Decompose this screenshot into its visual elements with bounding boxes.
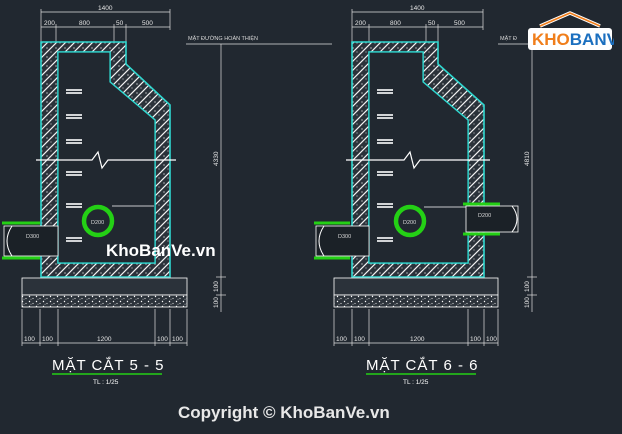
base-gravel	[333, 294, 499, 308]
pipe-label-d300: D300	[26, 234, 39, 240]
dim-part-1: 200	[355, 20, 366, 27]
dim-bottom-right-2: 100	[486, 336, 497, 343]
khobanve-logo: KHOBANVE	[528, 11, 614, 50]
watermark-text: KhoBanVe.vn	[106, 241, 216, 260]
section-5-5: 1400 200 800 50 500 MẶT ĐƯỜNG HOÀN THIỆN	[2, 5, 332, 386]
pipe-label-d200: D200	[91, 220, 104, 226]
pipe-label-d300: D300	[338, 234, 351, 240]
section-scale: TL : 1/25	[93, 379, 119, 386]
dim-total: 1400	[98, 5, 113, 12]
dim-part-1: 200	[44, 20, 55, 27]
dim-bottom-right-1: 100	[157, 336, 168, 343]
section-6-6: 1400 200 800 50 500 MẶT Đ D300 D200	[314, 5, 537, 386]
pipe-label-d200: D200	[403, 220, 416, 226]
logo-badge	[528, 28, 612, 50]
top-dimensions	[40, 9, 171, 42]
dim-part-4: 500	[142, 20, 153, 27]
bottom-dimensions	[333, 309, 499, 346]
dim-bottom-center: 1200	[410, 336, 425, 343]
dim-bottom-left-1: 100	[24, 336, 35, 343]
right-dimensions	[216, 44, 226, 312]
pipe-outlet-right: D200	[463, 202, 519, 236]
dim-part-3: 50	[116, 20, 124, 27]
pipe-label-d200-right: D200	[478, 213, 491, 219]
top-dimensions	[351, 9, 484, 42]
section-title: MẶT CẮT 6 - 6	[366, 356, 478, 374]
dim-base-1: 100	[213, 281, 220, 292]
right-dimensions	[527, 44, 537, 312]
dim-base-2: 100	[524, 297, 531, 308]
base-slab	[21, 277, 188, 296]
dim-part-2: 800	[79, 20, 90, 27]
base-slab	[333, 277, 499, 296]
dim-bottom-right-1: 100	[470, 336, 481, 343]
dim-height: 4810	[524, 151, 531, 166]
dim-base-2: 100	[213, 297, 220, 308]
bottom-dimensions	[21, 309, 188, 346]
dim-total: 1400	[410, 5, 425, 12]
dim-base-1: 100	[524, 281, 531, 292]
break-line	[36, 150, 176, 170]
manhole-chamber	[57, 51, 156, 264]
section-scale: TL : 1/25	[403, 379, 429, 386]
break-line	[346, 150, 490, 170]
section-title: MẶT CẮT 5 - 5	[52, 356, 164, 374]
copyright-text: Copyright © KhoBanVe.vn	[178, 403, 390, 422]
dim-height: 4330	[213, 151, 220, 166]
dim-part-3: 50	[428, 20, 436, 27]
logo-text: KHOBANVE	[532, 30, 614, 49]
pipe-inlet-left: D300	[314, 221, 370, 260]
base-gravel	[21, 294, 188, 308]
road-label-short: MẶT Đ	[500, 35, 517, 42]
dim-part-2: 800	[390, 20, 401, 27]
manhole-chamber	[368, 51, 469, 264]
pipe-ring-d200	[393, 204, 427, 238]
logo-roof-icon	[539, 11, 601, 28]
road-label: MẶT ĐƯỜNG HOÀN THIỆN	[188, 34, 258, 42]
dim-bottom-left-2: 100	[354, 336, 365, 343]
pipe-inlet-left: D300	[2, 221, 59, 260]
dim-bottom-left-1: 100	[336, 336, 347, 343]
pipe-ring-d200	[81, 204, 115, 238]
ladder-rungs	[377, 89, 393, 242]
ladder-rungs	[66, 89, 82, 242]
dim-bottom-right-2: 100	[172, 336, 183, 343]
dim-part-4: 500	[454, 20, 465, 27]
dim-bottom-left-2: 100	[42, 336, 53, 343]
dim-bottom-center: 1200	[97, 336, 112, 343]
